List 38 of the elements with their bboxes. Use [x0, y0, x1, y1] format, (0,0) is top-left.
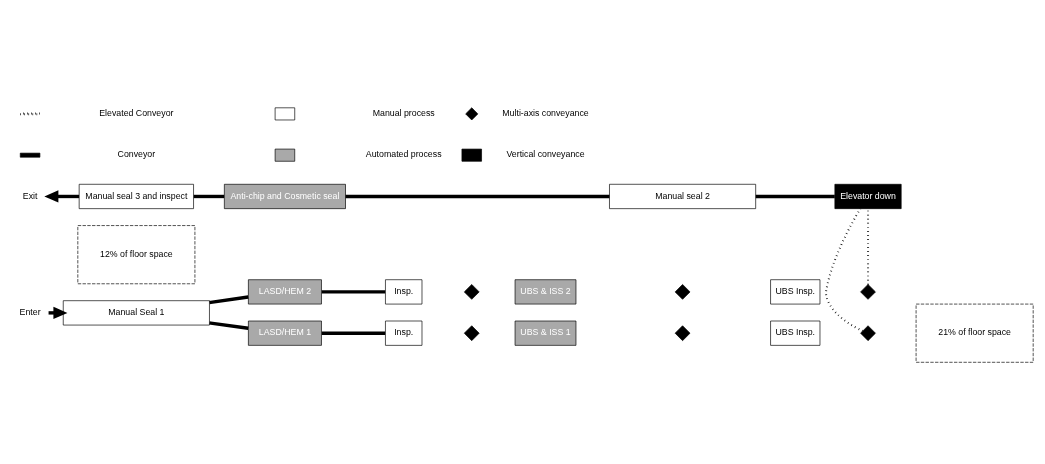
node-box: Insp. [385, 320, 423, 346]
node-box: LASD/HEM 2 [248, 279, 322, 305]
legend-label: Conveyor [117, 149, 156, 160]
connector [321, 331, 386, 335]
connector [209, 295, 249, 305]
node-box: 21% of floor space [915, 303, 1034, 363]
node-box: LASD/HEM 1 [248, 320, 322, 346]
node-diamond [463, 325, 480, 341]
node-diamond [674, 325, 691, 341]
node-box: UBS & ISS 1 [514, 320, 577, 346]
node-box: 12% of floor space [77, 225, 196, 285]
connector [193, 194, 225, 199]
connector [825, 208, 863, 332]
connector [209, 321, 249, 330]
legend-label: Automated process [365, 149, 442, 160]
legend-label: Elevated Conveyor [99, 108, 174, 119]
node-box: UBS & ISS 2 [514, 279, 577, 305]
connector [345, 194, 610, 199]
node-text: Exit [22, 190, 38, 201]
node-box: Manual Seal 1 [62, 300, 210, 326]
node-box: Anti-chip and Cosmetic seal [224, 183, 346, 209]
connector [755, 194, 835, 199]
node-diamond [860, 325, 876, 341]
legend-label: Vertical conveyance [506, 149, 585, 160]
node-text: Enter [19, 307, 41, 318]
node-box: UBS Insp. [770, 279, 821, 305]
node-diamond [860, 284, 876, 300]
node-box: Manual seal 3 and inspect [78, 183, 194, 209]
node-diamond [674, 284, 691, 300]
connector [321, 290, 386, 294]
node-box: Elevator down [834, 183, 902, 209]
legend-label: Manual process [372, 108, 435, 119]
arrow [44, 190, 80, 203]
node-box: Insp. [385, 279, 423, 305]
node-box: UBS Insp. [770, 320, 821, 346]
node-box: Manual seal 2 [609, 183, 756, 209]
node-diamond [463, 284, 480, 300]
legend-label: Multi-axis conveyance [502, 108, 589, 119]
